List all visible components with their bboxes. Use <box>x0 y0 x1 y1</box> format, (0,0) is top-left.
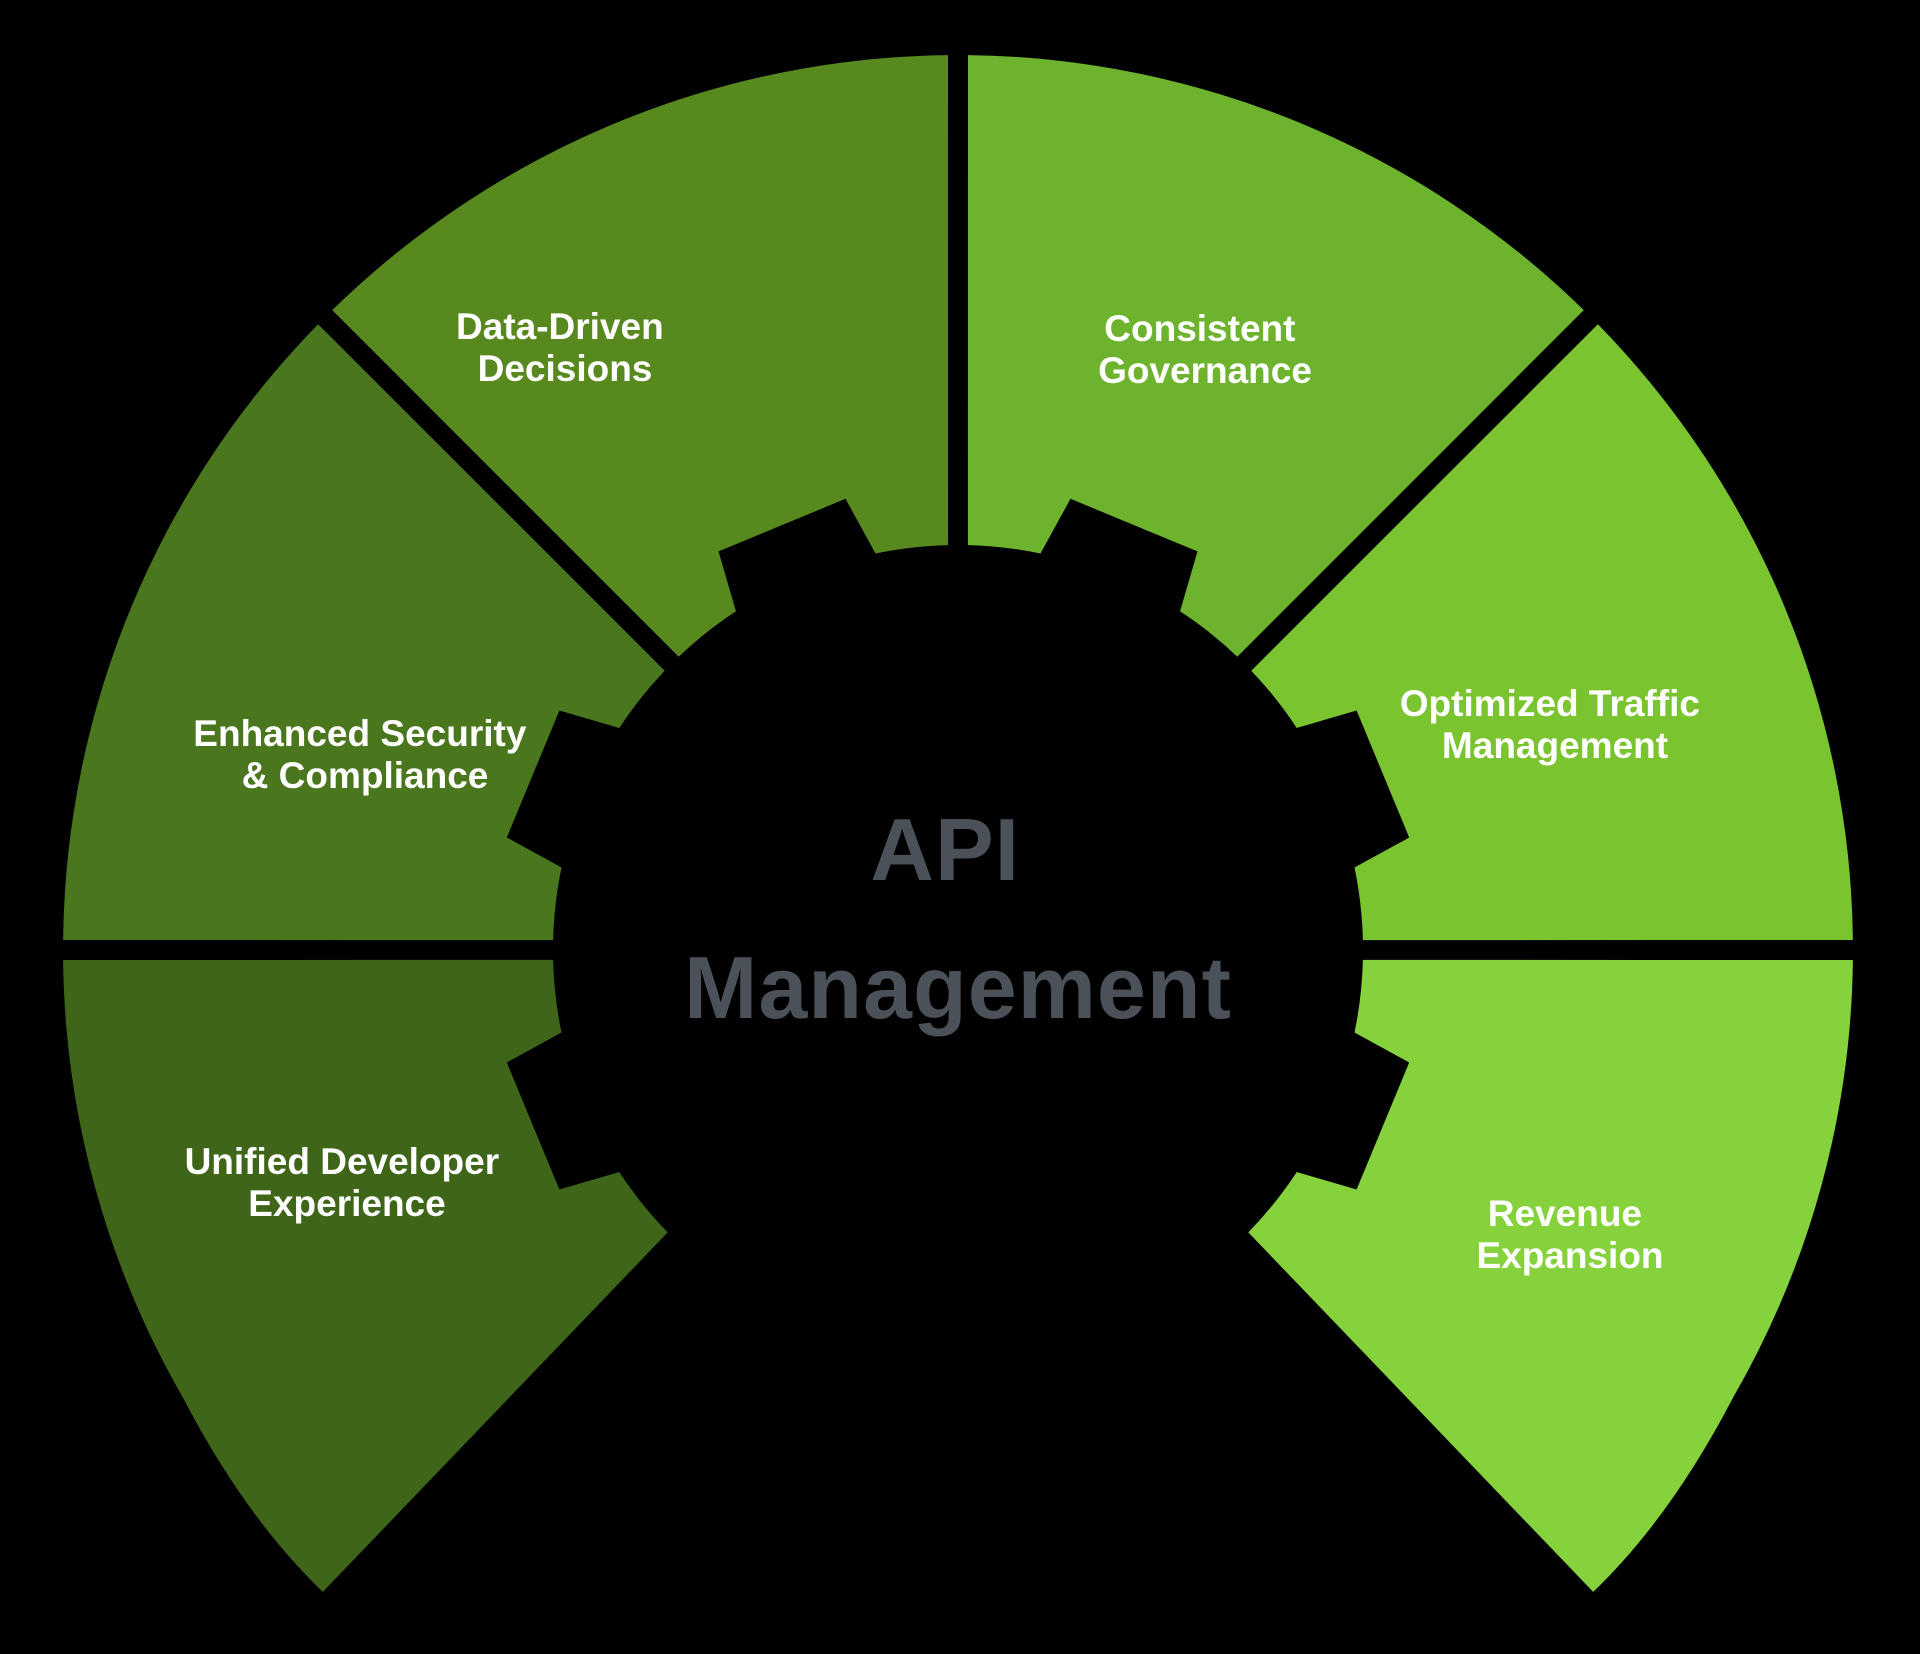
segment-consistent-governance <box>967 55 1584 657</box>
label-line: Optimized Traffic <box>1400 683 1700 724</box>
label-line: Enhanced Security <box>193 713 527 754</box>
title-line-api: API <box>870 800 1020 899</box>
segment-label-enhanced-security-compliance: Enhanced Security & Compliance <box>193 713 536 796</box>
label-line: Unified Developer <box>185 1141 500 1182</box>
gear-tooth-icon <box>506 1018 647 1190</box>
label-line: Consistent <box>1104 308 1295 349</box>
segment-label-consistent-governance: Consistent Governance <box>1098 308 1312 391</box>
gear-tooth-icon <box>718 498 890 639</box>
segment-label-optimized-traffic-management: Optimized Traffic Management <box>1400 683 1710 766</box>
gear-tooth-icon <box>1269 710 1410 882</box>
label-line: Experience <box>248 1183 445 1224</box>
label-line: Governance <box>1098 350 1312 391</box>
segment-label-unified-developer-experience: Unified Developer Experience <box>185 1141 510 1224</box>
diagram-center-title: API Management <box>684 800 1232 1037</box>
label-line: Expansion <box>1476 1235 1663 1276</box>
gear-tooth-icon <box>718 1261 890 1402</box>
segment-label-data-driven-decisions: Data-Driven Decisions <box>456 306 674 389</box>
gear-tooth-icon <box>1269 1018 1410 1190</box>
gear-tooth-icon <box>1026 1261 1198 1402</box>
label-line: & Compliance <box>242 755 489 796</box>
label-line: Data-Driven <box>456 306 664 347</box>
label-line: Management <box>1442 725 1668 766</box>
segment-revenue-expansion <box>1248 959 1853 1592</box>
gear-tooth-icon <box>506 710 647 882</box>
segment-data-driven-decisions <box>332 55 949 657</box>
segment-label-revenue-expansion: Revenue Expansion <box>1476 1193 1663 1276</box>
label-line: Decisions <box>478 348 653 389</box>
segment-enhanced-security-compliance <box>63 324 665 941</box>
gear-tooth-icon <box>1026 498 1198 639</box>
segment-unified-developer-experience <box>63 959 668 1592</box>
segment-optimized-traffic-management <box>1251 324 1853 941</box>
gear-icon <box>506 498 1410 1402</box>
label-line: Revenue <box>1488 1193 1642 1234</box>
segment-group <box>63 55 1853 1592</box>
title-line-management: Management <box>684 938 1232 1037</box>
